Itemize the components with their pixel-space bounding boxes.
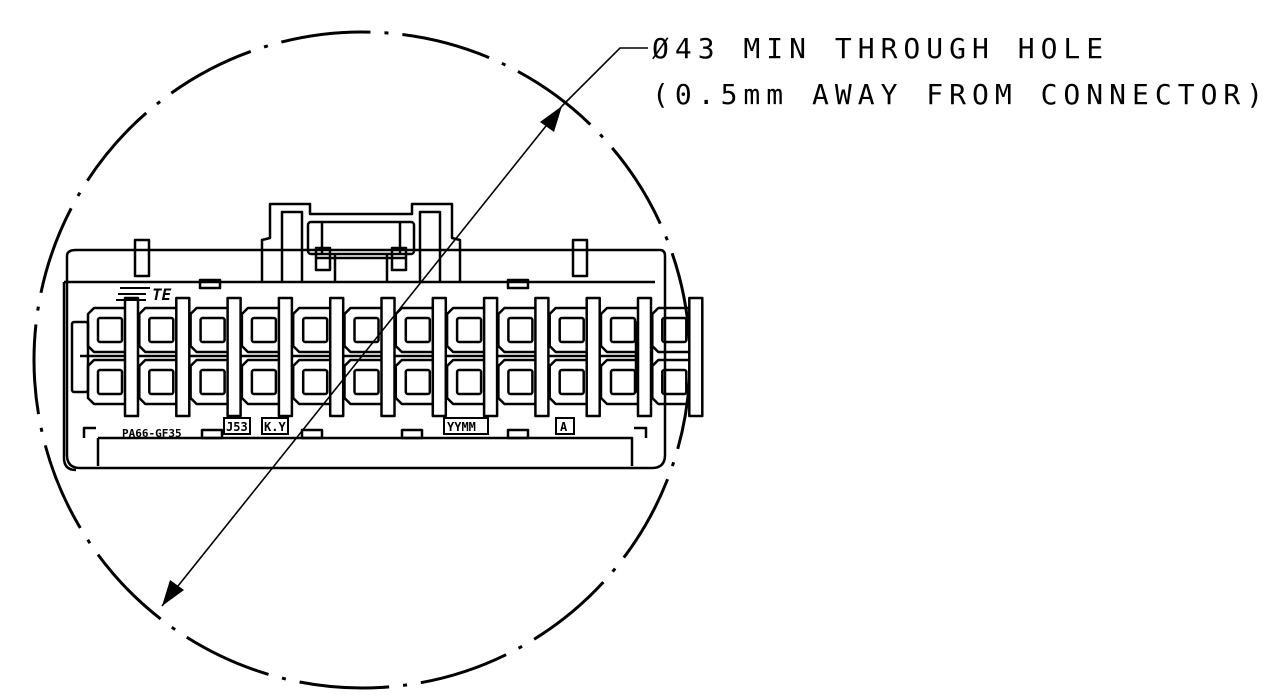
cavity-rib xyxy=(688,296,704,418)
arrowhead-bottom xyxy=(162,580,184,606)
mark-rev: A xyxy=(560,420,568,434)
cavity-rib xyxy=(431,296,448,418)
top-slot xyxy=(198,278,222,290)
brand-logo: TE xyxy=(116,285,172,304)
mark-code-box xyxy=(223,417,251,435)
bottom-slot xyxy=(300,428,324,440)
left-post xyxy=(133,238,151,278)
corner-notch xyxy=(634,426,648,438)
cavity-rib xyxy=(380,296,396,418)
latch-window xyxy=(306,220,416,256)
bottom-slot xyxy=(200,428,224,440)
latch-button-right xyxy=(390,246,408,272)
arrowhead-top xyxy=(540,106,562,132)
connector-housing xyxy=(62,202,704,472)
cavity-rib xyxy=(534,296,550,418)
cavity-rib xyxy=(482,296,499,418)
dimension-label-line2: (0.5mm AWAY FROM CONNECTOR) xyxy=(652,78,1269,111)
mark-date-box xyxy=(443,417,489,435)
cavity-rib xyxy=(277,296,294,418)
cavity-rib xyxy=(328,296,345,418)
brand-text: TE xyxy=(152,285,172,304)
cavity-rib xyxy=(175,296,191,418)
corner-notch xyxy=(82,426,96,438)
cavity-rib xyxy=(636,296,653,418)
housing-outline xyxy=(65,248,667,470)
housing-inner-outline xyxy=(62,280,655,472)
mark-key-box xyxy=(261,417,289,435)
diameter-dimension xyxy=(161,47,648,607)
dimension-line xyxy=(161,105,563,607)
mark-rev-box xyxy=(555,417,575,435)
latch-rails xyxy=(316,222,406,282)
right-post xyxy=(571,238,589,278)
mark-date: YYMM xyxy=(447,420,476,434)
housing-bottom-lip xyxy=(96,436,634,466)
latch-button-left xyxy=(314,246,332,272)
latch-outer xyxy=(260,202,462,282)
mark-key: K.Y xyxy=(264,420,286,434)
dimension-label-line1: Ø43 MIN THROUGH HOLE xyxy=(652,32,1109,65)
material-marking: PA66-GF35 xyxy=(122,427,182,440)
bottom-slot xyxy=(506,428,530,440)
leader-line xyxy=(561,47,648,107)
bottom-slot xyxy=(400,428,424,440)
top-slot xyxy=(506,278,530,290)
cavity-rib xyxy=(123,296,140,418)
latch-inner xyxy=(280,210,442,282)
cavity-rib xyxy=(585,296,601,418)
cavity-rib xyxy=(226,296,242,418)
mark-code: J53 xyxy=(226,420,248,434)
